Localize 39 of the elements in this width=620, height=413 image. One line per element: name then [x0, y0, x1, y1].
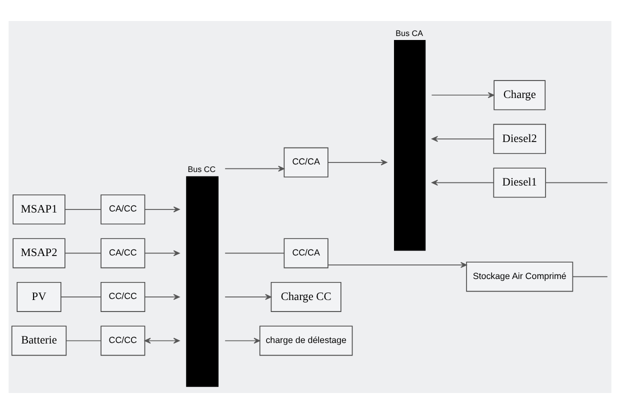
- connector: [64, 252, 102, 254]
- node-box: MSAP2: [12, 238, 66, 268]
- arrow: [432, 179, 494, 186]
- node-label: Bus CC: [188, 164, 216, 174]
- arrow: [224, 294, 272, 300]
- node-box: CC/CA: [284, 146, 328, 177]
- connector: [60, 296, 102, 297]
- node-label: Bus CA: [396, 28, 424, 38]
- arrow: [144, 294, 180, 300]
- node-box: CC/CA: [284, 238, 328, 268]
- node-box: CA/CC: [100, 238, 146, 268]
- arrow: [144, 250, 180, 256]
- arrow: [328, 262, 467, 268]
- arrow: [431, 92, 494, 98]
- node-box: Batterie: [11, 325, 67, 356]
- arrow: [328, 158, 388, 165]
- arrow: [144, 337, 180, 344]
- node-box: PV: [16, 281, 62, 312]
- arrow: [224, 337, 260, 344]
- node-box: Charge: [494, 80, 546, 110]
- connector: [545, 182, 608, 183]
- node-box: CC/CC: [100, 325, 146, 356]
- connector: [66, 340, 102, 341]
- node-box: charge de délestage: [259, 325, 353, 356]
- connector: [572, 276, 608, 277]
- arrow: [144, 206, 180, 212]
- node-box: [394, 40, 426, 250]
- node-box: [186, 176, 219, 386]
- connector: [224, 252, 284, 254]
- node-box: Diesel1: [493, 167, 546, 198]
- node-box: MSAP1: [12, 194, 66, 224]
- node-box: CC/CC: [100, 281, 146, 312]
- arrow: [224, 165, 284, 172]
- connector: [64, 208, 102, 210]
- node-box: Diesel2: [493, 123, 546, 154]
- node-box: Stockage Air Comprimé: [466, 261, 574, 292]
- node-box: Charge CC: [270, 281, 342, 312]
- arrow: [432, 135, 494, 142]
- node-box: CA/CC: [100, 194, 146, 224]
